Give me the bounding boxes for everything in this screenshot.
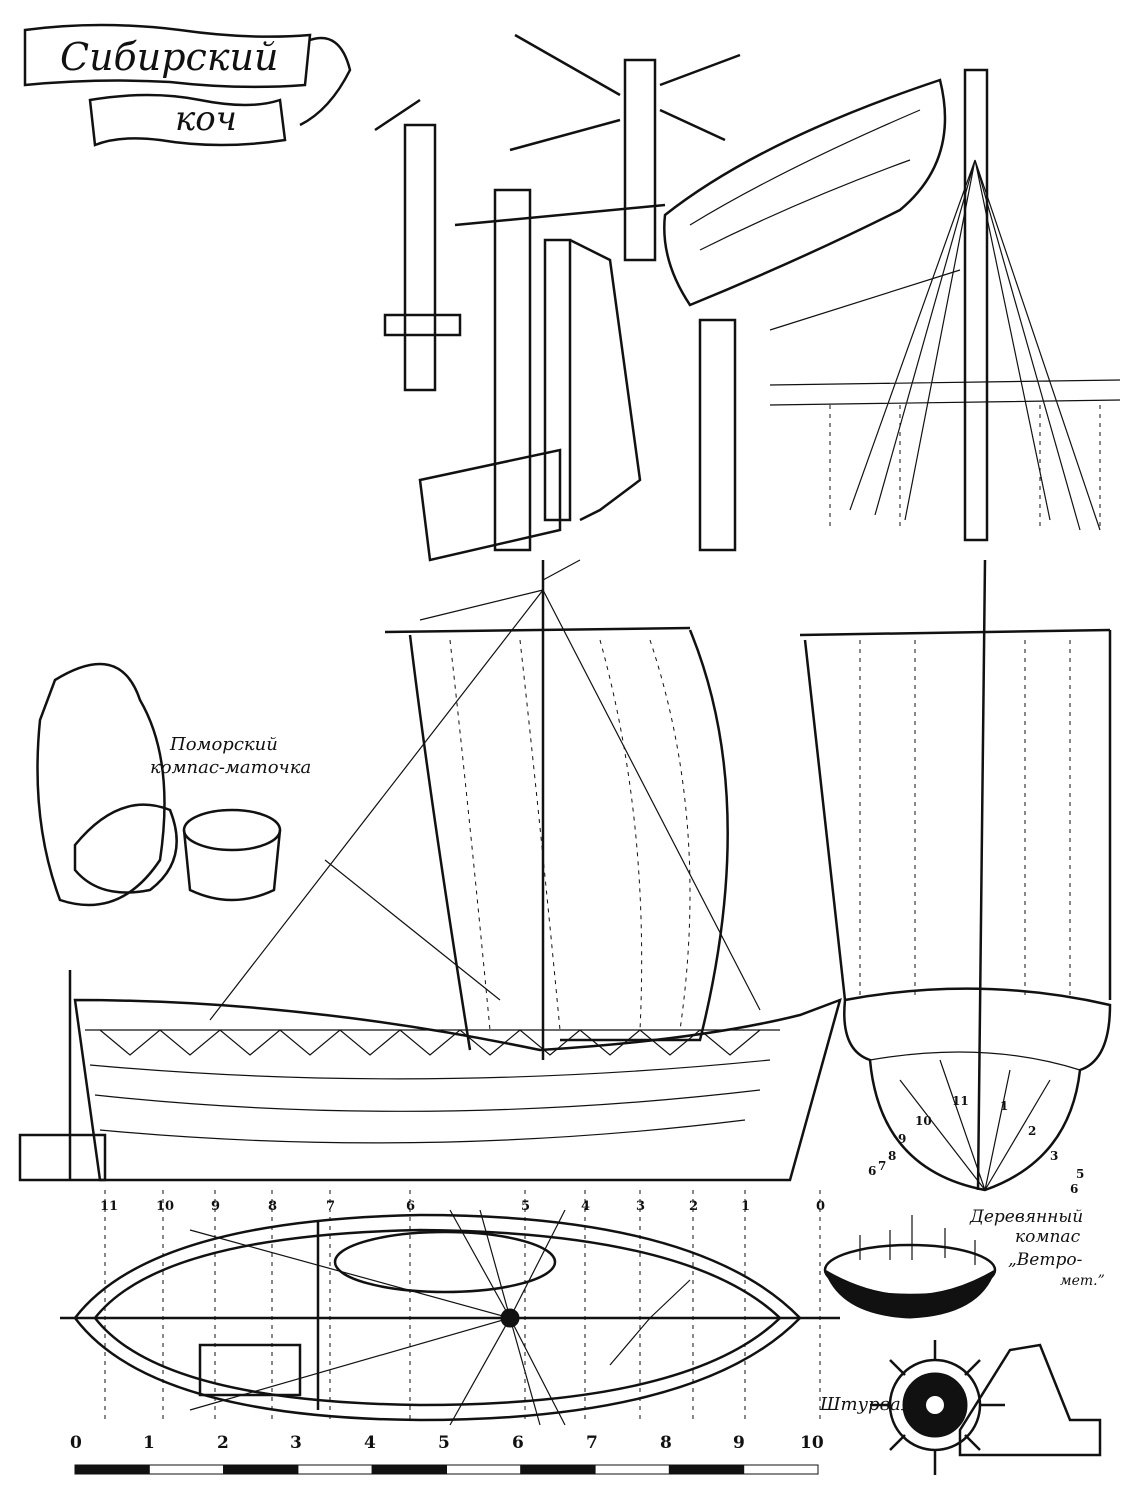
frame-number: 1 bbox=[1000, 1099, 1008, 1113]
station-label: 9 bbox=[211, 1199, 220, 1214]
scale-label: 4 bbox=[364, 1433, 376, 1453]
frame-number: 3 bbox=[1050, 1149, 1058, 1163]
scale-segment bbox=[446, 1464, 522, 1475]
wooden-compass-label-2: компас bbox=[1015, 1227, 1081, 1247]
scale-segment bbox=[371, 1464, 448, 1475]
scale-label: 1 bbox=[143, 1433, 155, 1453]
frame-number: 7 bbox=[878, 1159, 886, 1173]
frame-number: 10 bbox=[915, 1114, 932, 1128]
mast-shrouds-detail bbox=[769, 68, 1121, 542]
wooden-compass-label-4: мет.” bbox=[1060, 1273, 1105, 1289]
wooden-compass-label-3: „Ветро- bbox=[1008, 1250, 1083, 1270]
scale-label: 2 bbox=[217, 1433, 229, 1453]
scale-label: 7 bbox=[586, 1433, 598, 1453]
scale-label: 6 bbox=[512, 1433, 524, 1453]
station-label: 1 bbox=[741, 1199, 750, 1214]
scale-label: 10 bbox=[800, 1433, 824, 1453]
ship-boat bbox=[663, 78, 947, 307]
hull bbox=[73, 997, 842, 1182]
pomor-compass-label-1: Поморский bbox=[169, 734, 278, 755]
wooden-compass: Деревянный компас „Ветро- мет.” bbox=[823, 1207, 1105, 1319]
station-label: 2 bbox=[689, 1199, 698, 1214]
scale-label: 3 bbox=[290, 1433, 302, 1453]
helm: Штурвал bbox=[819, 1340, 1102, 1475]
station-label: 10 bbox=[156, 1199, 174, 1214]
helm-label: Штурвал bbox=[819, 1394, 912, 1415]
stern-view: 1 2 3 5 6 6 7 8 9 10 11 bbox=[799, 559, 1112, 1196]
frame-number: 5 bbox=[1076, 1167, 1084, 1181]
scale-segment bbox=[594, 1464, 670, 1475]
pomor-compass-label-2: компас-маточка bbox=[150, 757, 311, 778]
station-label: 6 bbox=[406, 1199, 415, 1214]
frame-number: 6 bbox=[1070, 1182, 1078, 1196]
pomor-compass: Поморский компас-маточка bbox=[36, 662, 311, 907]
scale-segment bbox=[74, 1464, 150, 1475]
deck-plan bbox=[60, 1209, 840, 1426]
scale-bar: 0 1 2 3 4 5 6 7 8 9 10 bbox=[70, 1433, 824, 1475]
mast-step-details bbox=[374, 33, 741, 562]
frame-number: 2 bbox=[1028, 1124, 1036, 1138]
title-line1: Сибирский bbox=[60, 35, 278, 79]
scale-label: 8 bbox=[660, 1433, 672, 1453]
frame-number: 9 bbox=[898, 1132, 906, 1146]
scale-label: 5 bbox=[438, 1433, 450, 1453]
scale-label: 9 bbox=[733, 1433, 745, 1453]
station-label: 8 bbox=[268, 1199, 277, 1214]
station-numbers: 11 10 9 8 7 6 5 4 3 2 1 0 bbox=[100, 1190, 825, 1420]
station-label: 7 bbox=[326, 1199, 335, 1214]
title-line2: коч bbox=[175, 99, 237, 139]
scale-label: 0 bbox=[70, 1433, 82, 1453]
frame-number: 8 bbox=[888, 1149, 896, 1163]
yard bbox=[384, 626, 691, 634]
scale-segment bbox=[223, 1464, 299, 1475]
scale-segment bbox=[743, 1464, 819, 1475]
scale-segment bbox=[668, 1464, 745, 1475]
frame-number: 6 bbox=[868, 1164, 876, 1178]
title-banner: Сибирский коч bbox=[23, 23, 352, 147]
scale-segment bbox=[297, 1464, 373, 1475]
station-label: 11 bbox=[100, 1199, 118, 1214]
side-elevation bbox=[18, 559, 842, 1182]
wooden-compass-label-1: Деревянный bbox=[969, 1207, 1083, 1227]
scale-segment bbox=[520, 1464, 596, 1475]
station-label: 3 bbox=[636, 1199, 645, 1214]
main-sail bbox=[408, 629, 729, 1051]
station-label: 0 bbox=[816, 1199, 825, 1214]
station-label: 4 bbox=[581, 1199, 590, 1214]
station-label: 5 bbox=[521, 1199, 530, 1214]
frame-number: 11 bbox=[952, 1094, 969, 1108]
scale-segment bbox=[148, 1464, 225, 1475]
